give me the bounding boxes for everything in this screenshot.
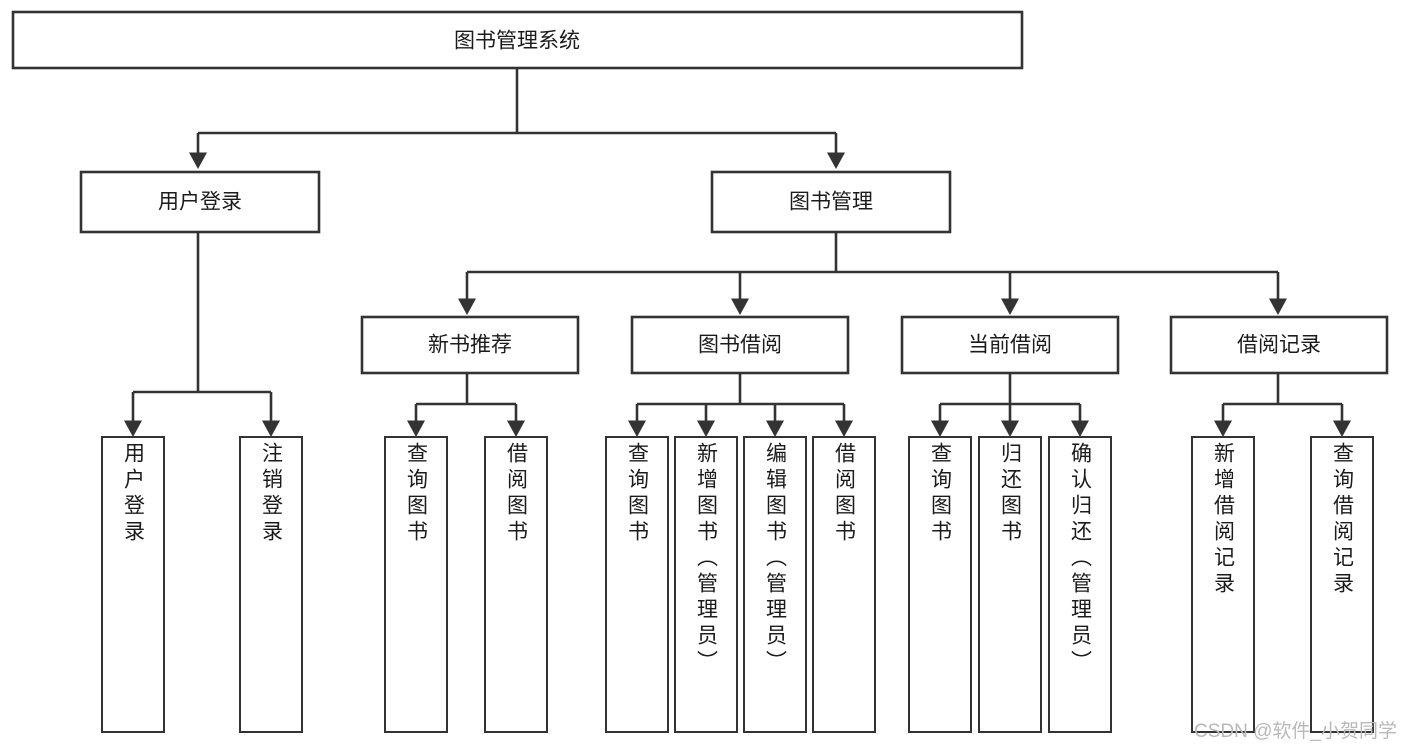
leaf-new-book-0[interactable]: 查询图书 bbox=[384, 436, 448, 733]
edge-group-user-login bbox=[123, 232, 281, 438]
edge-group-book-mgmt bbox=[457, 232, 1288, 316]
node-root-label: 图书管理系统 bbox=[454, 30, 580, 53]
leaf-current-borrow-2[interactable]: 确认归还（管理员） bbox=[1048, 436, 1112, 733]
leaf-new-book-0-label: 查询图书 bbox=[404, 442, 428, 546]
leaf-borrow-record-0-label: 新增借阅记录 bbox=[1211, 442, 1235, 598]
node-new-book-recommend-label: 新书推荐 bbox=[428, 334, 512, 357]
leaf-current-borrow-0[interactable]: 查询图书 bbox=[908, 436, 972, 733]
leaf-borrow-record-0[interactable]: 新增借阅记录 bbox=[1191, 436, 1255, 733]
node-new-book-recommend-box[interactable] bbox=[360, 315, 580, 375]
leaf-borrow-record-1-label: 查询借阅记录 bbox=[1330, 442, 1354, 598]
leaf-new-book-1[interactable]: 借阅图书 bbox=[484, 436, 548, 733]
leaf-borrow-record-1[interactable]: 查询借阅记录 bbox=[1310, 436, 1374, 733]
leaf-book-borrow-1[interactable]: 新增图书（管理员） bbox=[674, 436, 738, 733]
edge-group-new-book bbox=[406, 374, 526, 438]
node-current-borrow-box[interactable] bbox=[900, 315, 1120, 375]
node-book-borrow[interactable]: 图书借阅 bbox=[630, 315, 850, 375]
node-user-login[interactable]: 用户登录 bbox=[79, 170, 321, 234]
node-book-management[interactable]: 图书管理 bbox=[710, 170, 952, 234]
leaf-new-book-1-label: 借阅图书 bbox=[504, 442, 528, 546]
node-borrow-record-box[interactable] bbox=[1169, 315, 1389, 375]
node-borrow-record[interactable]: 借阅记录 bbox=[1169, 315, 1389, 375]
node-book-management-label: 图书管理 bbox=[789, 191, 873, 214]
leaf-book-borrow-2-label: 编辑图书（管理员） bbox=[763, 442, 787, 676]
leaf-book-borrow-0[interactable]: 查询图书 bbox=[605, 436, 669, 733]
node-book-borrow-label: 图书借阅 bbox=[698, 334, 782, 357]
leaf-current-borrow-2-label: 确认归还（管理员） bbox=[1068, 442, 1092, 676]
node-current-borrow-label: 当前借阅 bbox=[968, 334, 1052, 357]
edge-group-borrow-record bbox=[1213, 374, 1352, 438]
leaf-book-borrow-3[interactable]: 借阅图书 bbox=[812, 436, 876, 733]
node-root[interactable]: 图书管理系统 bbox=[11, 10, 1024, 70]
node-user-login-box[interactable] bbox=[79, 170, 321, 234]
edge-group-current-borrow bbox=[930, 374, 1090, 438]
node-user-login-label: 用户登录 bbox=[158, 191, 242, 214]
node-book-management-box[interactable] bbox=[710, 170, 952, 234]
node-new-book-recommend[interactable]: 新书推荐 bbox=[360, 315, 580, 375]
leaf-user-login-0-label: 用户登录 bbox=[121, 442, 145, 546]
leaf-book-borrow-2[interactable]: 编辑图书（管理员） bbox=[743, 436, 807, 733]
leaf-current-borrow-1-label: 归还图书 bbox=[998, 442, 1022, 546]
leaf-book-borrow-3-label: 借阅图书 bbox=[832, 442, 856, 546]
leaf-user-login-0[interactable]: 用户登录 bbox=[101, 436, 165, 733]
edge-group-book-borrow bbox=[627, 374, 854, 438]
edge-group-root bbox=[188, 68, 846, 170]
leaf-book-borrow-1-label: 新增图书（管理员） bbox=[694, 442, 718, 676]
leaf-current-borrow-1[interactable]: 归还图书 bbox=[978, 436, 1042, 733]
node-current-borrow[interactable]: 当前借阅 bbox=[900, 315, 1120, 375]
node-borrow-record-label: 借阅记录 bbox=[1237, 334, 1321, 357]
leaf-user-login-1[interactable]: 注销登录 bbox=[239, 436, 303, 733]
leaf-user-login-1-label: 注销登录 bbox=[259, 442, 283, 546]
leaf-book-borrow-0-label: 查询图书 bbox=[625, 442, 649, 546]
node-book-borrow-box[interactable] bbox=[630, 315, 850, 375]
leaf-current-borrow-0-label: 查询图书 bbox=[928, 442, 952, 546]
node-root-box[interactable] bbox=[11, 10, 1024, 70]
